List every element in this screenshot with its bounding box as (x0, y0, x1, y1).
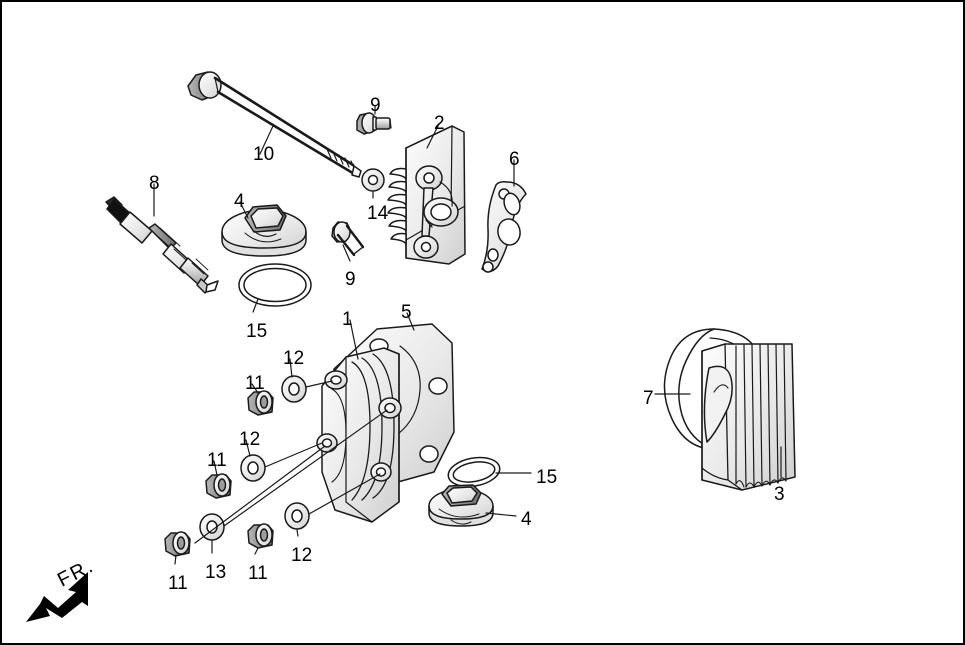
callout-3: 3 (774, 484, 785, 505)
callout-1: 1 (342, 309, 353, 330)
part-flange-nut-2 (205, 473, 232, 499)
part-cylinder-stud-bolt (187, 71, 362, 178)
part-flange-bolt-upper (356, 112, 392, 135)
callout-4-lower: 4 (521, 509, 532, 530)
callout-12-c: 12 (291, 545, 313, 566)
callout-4-upper: 4 (234, 191, 245, 212)
callout-11-c: 11 (168, 573, 188, 594)
callout-10: 10 (253, 144, 275, 165)
part-cylinder-block (701, 343, 796, 491)
callout-11-a: 11 (245, 373, 265, 394)
part-cylinder-head-cover (316, 347, 402, 523)
callout-5: 5 (401, 302, 412, 323)
callout-13: 13 (205, 562, 227, 583)
part-flange-bolt-lower (331, 221, 365, 257)
callout-12-a: 12 (283, 348, 305, 369)
callout-2: 2 (434, 113, 445, 134)
callout-7: 7 (643, 388, 654, 409)
part-o-ring-upper (238, 263, 312, 307)
callout-15-upper: 15 (246, 321, 268, 342)
part-washer-3 (284, 502, 310, 530)
part-valve-adjust-cap-lower (428, 484, 494, 527)
part-spark-plug (105, 196, 219, 294)
part-sealing-washer (199, 513, 225, 541)
part-flange-nut-3 (164, 531, 191, 557)
part-rocker-arm-assembly (387, 125, 466, 265)
part-washer-1 (281, 375, 307, 403)
part-flange-nut-4 (247, 523, 274, 549)
part-o-ring-lower (447, 456, 501, 488)
callout-14: 14 (367, 203, 389, 224)
callout-15-lower: 15 (536, 467, 558, 488)
front-arrow-icon (26, 572, 88, 622)
part-valve-adjust-cap-upper (221, 204, 307, 257)
callout-9-upper: 9 (370, 95, 381, 116)
callout-11-d: 11 (248, 563, 268, 584)
callout-8: 8 (149, 173, 160, 194)
part-flange-nut-1 (247, 390, 274, 416)
callout-12-b: 12 (239, 429, 261, 450)
part-plain-washer (361, 168, 385, 192)
callout-9-lower: 9 (345, 269, 356, 290)
callout-11-b: 11 (207, 450, 227, 471)
leader-lines (153, 105, 782, 565)
callout-6: 6 (509, 149, 520, 170)
part-washer-2 (240, 454, 266, 482)
part-side-gasket (481, 181, 527, 273)
